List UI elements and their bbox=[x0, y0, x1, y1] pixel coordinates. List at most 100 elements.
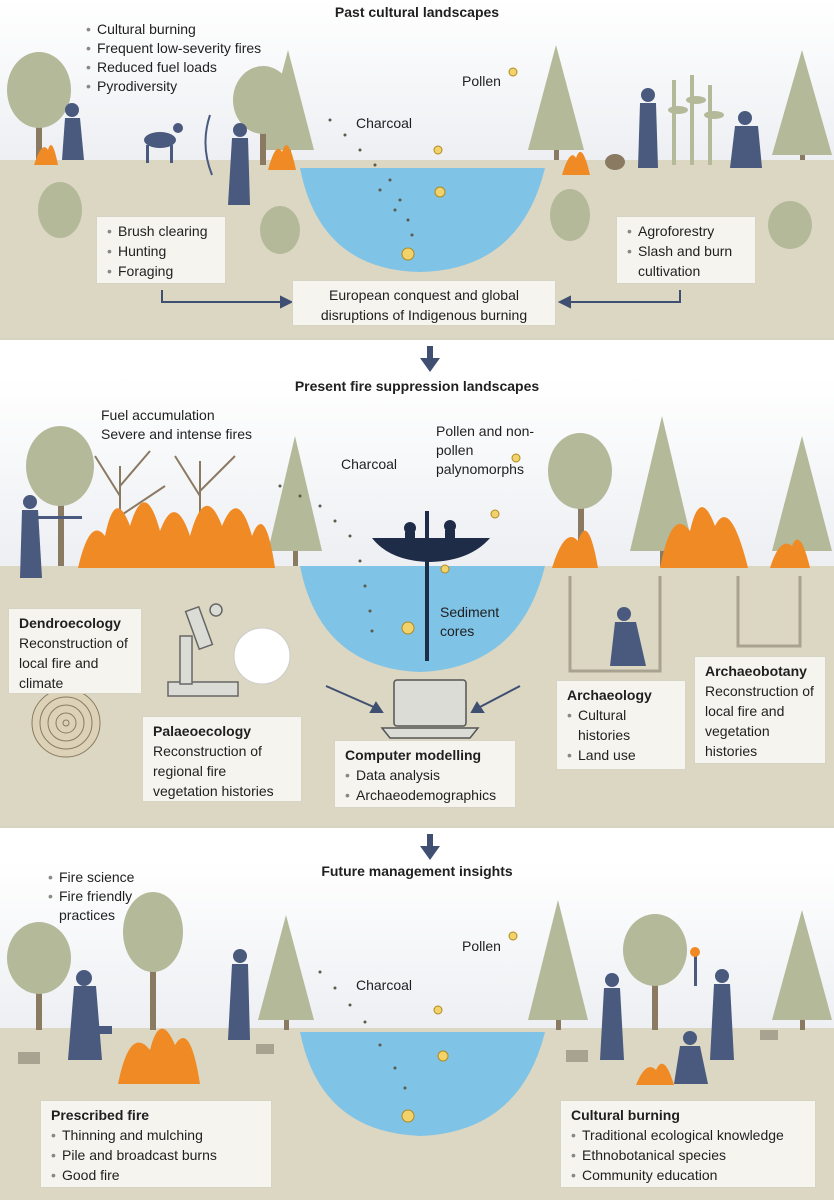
pine-tree-icon bbox=[268, 436, 322, 566]
list-item: Fire science bbox=[48, 868, 169, 887]
tree-icon bbox=[7, 922, 71, 1030]
list-item: Archaeodemographics bbox=[345, 785, 505, 805]
excavation-pit-icon bbox=[568, 576, 802, 673]
drip-torch-person-icon bbox=[68, 970, 112, 1060]
tree-ring-icon bbox=[31, 688, 101, 758]
pollen-label: Pollen and non-pollen palynomorphs bbox=[436, 423, 535, 477]
box-heading: Archaeology bbox=[567, 687, 652, 703]
fuel-text: Fuel accumulation Severe and intense fir… bbox=[101, 406, 252, 444]
down-arrow-icon bbox=[0, 338, 834, 372]
cultural-burning-box: Cultural burning Traditional ecological … bbox=[560, 1100, 816, 1188]
fuel-line: Severe and intense fires bbox=[101, 426, 252, 442]
panel-future: Future management insights Fire science … bbox=[0, 860, 834, 1200]
wildfire-icon bbox=[78, 502, 810, 568]
pine-tree-icon bbox=[772, 436, 832, 566]
palaeoecology-box: Palaeoecology Reconstruction of regional… bbox=[142, 716, 302, 802]
list-item: Pyrodiversity bbox=[86, 77, 261, 96]
fire-icon bbox=[268, 145, 296, 170]
fire-icon bbox=[34, 145, 58, 165]
list-item: Frequent low-severity fires bbox=[86, 39, 261, 58]
pine-tree-icon bbox=[772, 910, 832, 1030]
connector-arrows bbox=[325, 685, 521, 713]
fire-icon bbox=[562, 151, 590, 175]
box-heading: Dendroecology bbox=[19, 615, 121, 631]
box-heading: Cultural burning bbox=[571, 1107, 680, 1123]
box-heading: Prescribed fire bbox=[51, 1107, 150, 1123]
present-illustration bbox=[20, 416, 832, 758]
list-item: Reduced fuel loads bbox=[86, 58, 261, 77]
dendroecology-box: Dendroecology Reconstruction of local fi… bbox=[8, 608, 142, 694]
person-icon bbox=[674, 1031, 708, 1084]
archaeology-box: Archaeology Cultural histories Land use bbox=[556, 680, 686, 770]
laptop-icon bbox=[380, 679, 480, 739]
connector-arrows bbox=[161, 290, 681, 309]
list-item: Cultural histories bbox=[567, 705, 675, 745]
list-item: Brush clearing bbox=[107, 221, 215, 241]
pine-tree-icon bbox=[528, 45, 584, 160]
computer-modelling-box: Computer modelling Data analysis Archaeo… bbox=[334, 740, 516, 808]
person-icon bbox=[600, 973, 624, 1060]
activities-box-left: Brush clearing Hunting Foraging bbox=[96, 216, 226, 284]
fire-icon bbox=[636, 1063, 674, 1085]
cultural-burning-list: Cultural burning Frequent low-severity f… bbox=[86, 20, 261, 96]
pine-tree-icon bbox=[772, 50, 832, 160]
deer-icon bbox=[144, 123, 183, 163]
list-item: Ethnobotanical species bbox=[571, 1145, 805, 1165]
pollen-grains bbox=[401, 453, 521, 635]
tree-icon bbox=[26, 426, 94, 566]
panel-present: Present fire suppression landscapes Fuel… bbox=[0, 376, 834, 826]
prescribed-fire-box: Prescribed fire Thinning and mulching Pi… bbox=[40, 1100, 272, 1188]
person-icon bbox=[20, 495, 82, 578]
conquest-box: European conquest and global disruptions… bbox=[292, 280, 556, 326]
pile-fire-icon bbox=[118, 1028, 200, 1084]
person-icon bbox=[730, 111, 762, 168]
corn-icon bbox=[668, 75, 724, 165]
pollen-grains bbox=[401, 931, 518, 1123]
charcoal-particles bbox=[318, 970, 407, 1090]
box-heading: Computer modelling bbox=[345, 747, 482, 763]
pine-tree-icon bbox=[528, 900, 588, 1030]
sediment-core-pole bbox=[425, 511, 429, 661]
lake bbox=[300, 1032, 545, 1136]
box-text: Reconstruction of local fire and vegetat… bbox=[705, 683, 814, 759]
fire-science-list: Fire science Fire friendly practices bbox=[48, 868, 169, 925]
list-item: Thinning and mulching bbox=[51, 1125, 261, 1145]
lake bbox=[300, 168, 545, 272]
panel-title: Present fire suppression landscapes bbox=[294, 378, 540, 394]
box-heading: Palaeoecology bbox=[153, 723, 252, 739]
activities-box-right: Agroforestry Slash and burn cultivation bbox=[616, 216, 756, 284]
stump-icon bbox=[18, 1030, 778, 1064]
box-heading: Archaeobotany bbox=[705, 663, 807, 679]
list-item: Pile and broadcast burns bbox=[51, 1145, 261, 1165]
charcoal-particles bbox=[278, 484, 374, 633]
lake bbox=[300, 566, 545, 672]
pollen-grains bbox=[401, 67, 518, 261]
shrub-icon bbox=[38, 182, 812, 254]
charcoal-label: Charcoal bbox=[356, 977, 413, 993]
tree-icon bbox=[548, 433, 612, 566]
list-item: Land use bbox=[567, 745, 675, 765]
sediment-label: Sediment cores bbox=[440, 604, 500, 639]
fuel-line: Fuel accumulation bbox=[101, 407, 215, 423]
tree-icon bbox=[7, 52, 71, 165]
panel-past: Past cultural landscapes Cultural burnin… bbox=[0, 0, 834, 338]
pine-tree-icon bbox=[630, 416, 694, 566]
pot-icon bbox=[605, 154, 625, 170]
person-icon bbox=[228, 949, 250, 1040]
sample-magnified bbox=[233, 627, 291, 685]
pine-tree-icon bbox=[258, 915, 314, 1030]
pollen-label: Pollen bbox=[462, 938, 501, 954]
tree-icon bbox=[623, 914, 687, 1030]
list-item: Slash and burn cultivation bbox=[627, 241, 745, 281]
list-item: Agroforestry bbox=[627, 221, 745, 241]
list-item: Foraging bbox=[107, 261, 215, 281]
panel-title: Future management insights bbox=[321, 863, 513, 879]
pollen-label: Pollen bbox=[462, 73, 501, 89]
list-item: Good fire bbox=[51, 1165, 261, 1185]
box-text: Reconstruction of local fire and climate bbox=[19, 635, 128, 691]
person-icon bbox=[638, 88, 658, 168]
person-icon bbox=[62, 103, 84, 160]
panel-title: Past cultural landscapes bbox=[334, 4, 500, 20]
list-item: Community education bbox=[571, 1165, 805, 1185]
down-arrow-icon bbox=[0, 826, 834, 860]
